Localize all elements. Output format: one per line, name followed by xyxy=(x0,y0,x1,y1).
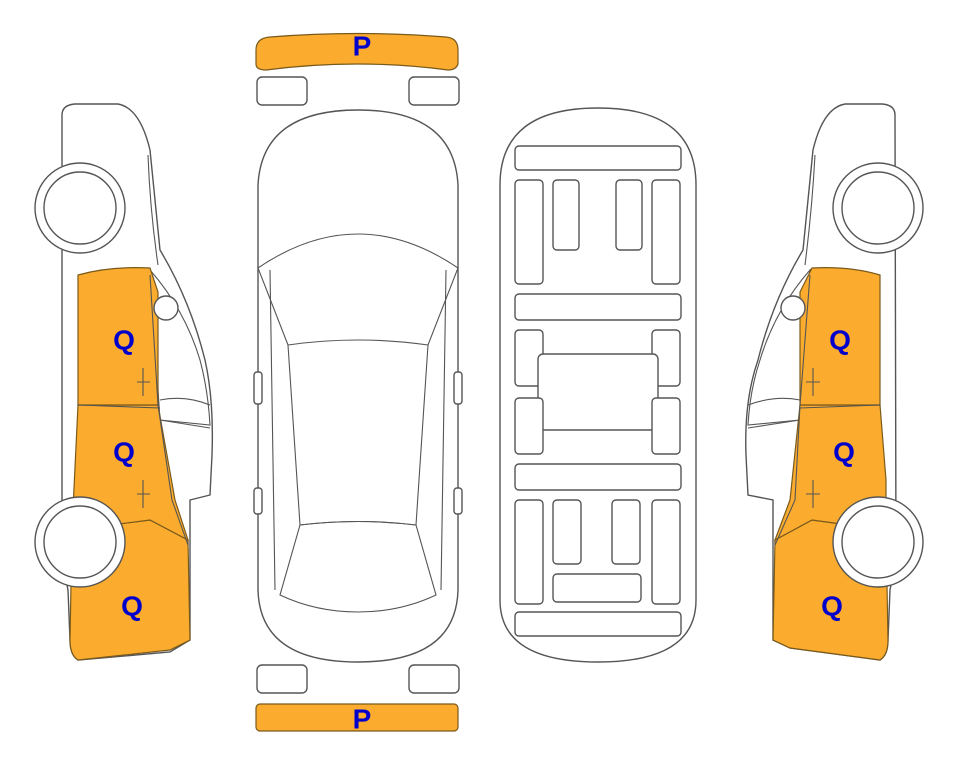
left-rear-handle xyxy=(137,480,150,508)
right-side-mirror-area xyxy=(747,397,801,406)
left-mirror xyxy=(153,295,179,321)
top-left-rear-handle xyxy=(253,487,263,515)
front-right-light xyxy=(408,76,460,106)
underside-front-right-rail xyxy=(651,179,681,285)
underside-rear-right-inner xyxy=(611,499,641,565)
underside-front-left-rail xyxy=(514,179,544,285)
right-mirror xyxy=(780,295,806,321)
top-left-mirror xyxy=(253,371,263,405)
left-side-roof-line xyxy=(147,154,159,266)
underside-front-right-inner xyxy=(615,179,643,251)
right-front-door-code: Q xyxy=(829,325,851,356)
underside-front-left-inner xyxy=(552,179,580,251)
right-side-roof-line xyxy=(804,154,816,266)
right-rear-quarter-code: Q xyxy=(821,591,843,622)
right-side-window xyxy=(747,268,811,426)
left-door-rear-edge xyxy=(149,274,189,546)
underside-mid-front-bar xyxy=(514,293,682,321)
front-left-light xyxy=(256,76,308,106)
top-view: P P xyxy=(253,31,463,735)
left-side-glass-line xyxy=(159,419,211,429)
underside-rear-left-inner xyxy=(552,499,582,565)
right-rear-handle xyxy=(806,480,820,508)
underside-rear-right-rail xyxy=(651,499,681,605)
top-view-rear-window xyxy=(279,520,437,613)
front-bumper-damage xyxy=(255,32,459,71)
left-front-handle xyxy=(137,368,150,396)
right-side-view: Q Q Q xyxy=(745,103,924,661)
top-view-windshield xyxy=(257,233,459,346)
right-side-glass-line xyxy=(747,419,801,429)
left-rear-door-code: Q xyxy=(113,437,135,468)
top-view-left-side-line xyxy=(269,269,276,591)
right-front-handle xyxy=(806,368,820,396)
rear-bumper-code: P xyxy=(353,704,372,735)
underside-rear-crossmember xyxy=(514,611,682,637)
top-right-mirror xyxy=(453,371,463,405)
underside-mid-rear-bar xyxy=(514,463,682,491)
left-side-mirror-area xyxy=(159,397,211,406)
left-rear-wheel-inner xyxy=(43,505,117,579)
underside-rear-center-bar xyxy=(552,573,642,603)
left-front-door-damage xyxy=(77,267,159,406)
top-view-right-side-line xyxy=(440,269,447,591)
left-front-door-code: Q xyxy=(113,325,135,356)
rear-right-light xyxy=(408,664,460,694)
right-door-rear-edge xyxy=(774,274,811,546)
right-rear-wheel-inner xyxy=(841,505,915,579)
rear-bumper-damage xyxy=(255,703,459,732)
rear-left-light xyxy=(256,664,308,694)
underside-front-crossmember xyxy=(514,145,682,171)
right-door-split-line xyxy=(799,404,881,409)
underside-rear-left-rail xyxy=(514,499,544,605)
left-rear-quarter-code: Q xyxy=(121,591,143,622)
right-front-door-damage xyxy=(799,267,881,406)
underside-left-sill-rear xyxy=(514,397,544,455)
left-front-wheel-inner xyxy=(43,171,117,245)
left-side-window xyxy=(149,268,211,426)
underside-view xyxy=(499,107,697,663)
front-bumper-code: P xyxy=(353,31,372,62)
top-right-rear-handle xyxy=(453,487,463,515)
right-front-wheel-inner xyxy=(841,171,915,245)
underside-center-panel xyxy=(537,353,659,431)
underside-right-sill-rear xyxy=(651,397,681,455)
left-door-split-line xyxy=(77,404,161,409)
left-side-view: Q Q Q xyxy=(34,103,214,661)
right-rear-door-code: Q xyxy=(833,437,855,468)
top-view-body xyxy=(257,109,459,663)
